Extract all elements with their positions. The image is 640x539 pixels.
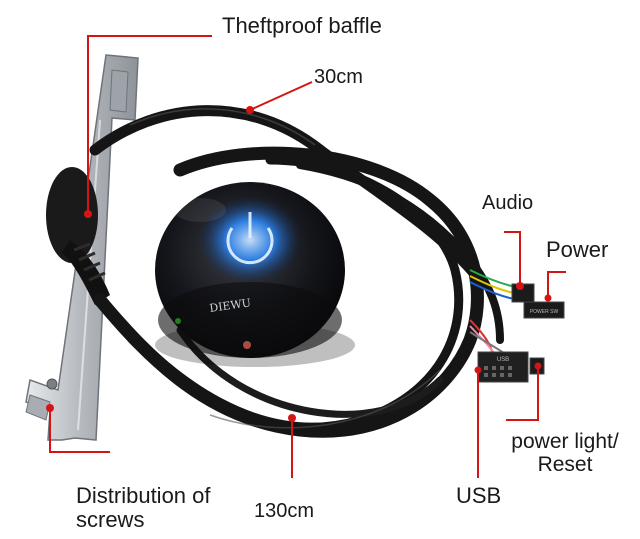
callout-lines (49, 35, 566, 478)
label-reset: Reset (537, 453, 593, 477)
power-button-icon (226, 212, 274, 265)
connector-headers: POWER SW USB (477, 283, 565, 383)
label-distribution: Distribution of (76, 483, 211, 508)
usb-header-marking: USB (497, 357, 509, 363)
label-usb: USB (456, 483, 502, 508)
power-switch-dome: DIEWU (155, 182, 355, 367)
label-power-light-reset: power light/ Reset (500, 430, 630, 476)
label-theftproof-baffle: Theftproof baffle (222, 13, 382, 38)
callout-dots (46, 106, 552, 422)
label-cable-30cm: 30cm (314, 66, 363, 88)
cable-gland (46, 167, 110, 305)
brand-marking: DIEWU (209, 296, 252, 315)
label-power: Power (546, 237, 609, 262)
label-distribution-of-screws: Distribution of screws (76, 483, 211, 533)
cable-bundle (89, 105, 504, 438)
label-power-light: power light/ (511, 430, 619, 453)
label-cable-130cm: 130cm (254, 500, 315, 522)
connector-marking: POWER SW (530, 309, 559, 315)
label-screws: screws (76, 507, 145, 533)
label-audio: Audio (482, 192, 534, 214)
cable-highlights (129, 108, 441, 429)
